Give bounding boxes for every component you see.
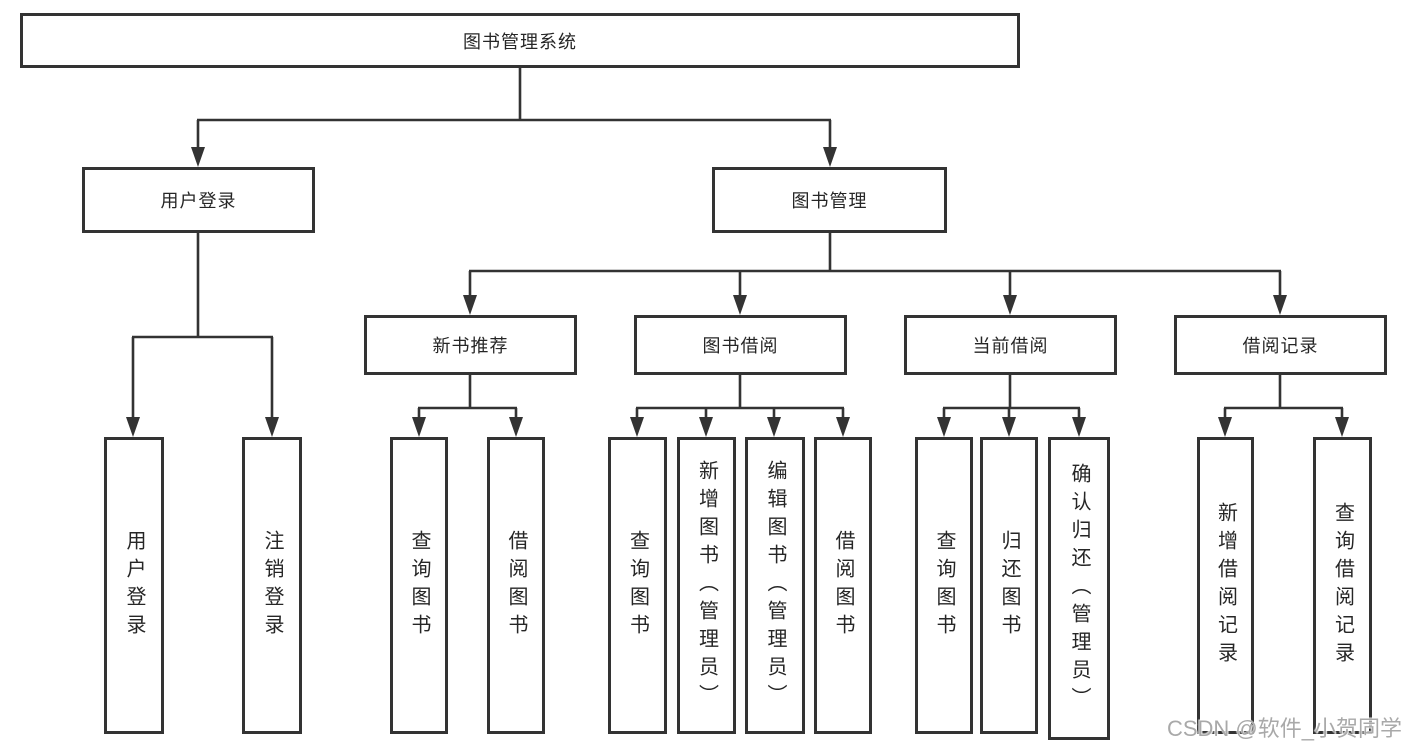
leaf-confirm-return-admin-label: 确认归还（管理员）: [1068, 462, 1090, 715]
csdn-watermark: CSDN @软件_小贺同学: [1166, 716, 1402, 741]
leaf-confirm-return-admin: 确认归还（管理员）: [1048, 437, 1110, 740]
leaf-query-borrow-record-label: 查询借阅记录: [1331, 501, 1354, 670]
leaf-add-book-admin-label: 新增图书（管理员）: [695, 459, 718, 712]
leaf-borrow-books-borrowing-label: 借阅图书: [832, 529, 854, 642]
node-current-borrowing: 当前借阅: [904, 315, 1117, 375]
node-new-book-recommendation-label: 新书推荐: [432, 336, 509, 356]
leaf-query-books-recommend-label: 查询图书: [408, 529, 430, 642]
node-library-management-system-label: 图书管理系统: [463, 31, 577, 52]
leaf-user-login: 用户登录: [104, 437, 164, 734]
leaf-return-book-label: 归还图书: [998, 529, 1020, 642]
leaf-query-books-borrowing-label: 查询图书: [626, 529, 649, 642]
leaf-borrow-books-borrowing: 借阅图书: [814, 437, 872, 734]
node-book-management: 图书管理: [712, 167, 947, 233]
node-book-borrowing-label: 图书借阅: [702, 336, 779, 356]
leaf-add-book-admin: 新增图书（管理员）: [677, 437, 736, 734]
node-user-login: 用户登录: [82, 167, 315, 233]
leaf-edit-book-admin-label: 编辑图书（管理员）: [764, 459, 786, 712]
leaf-query-books-borrowing: 查询图书: [608, 437, 667, 734]
leaf-query-books-recommend: 查询图书: [390, 437, 448, 734]
leaf-add-borrow-record-label: 新增借阅记录: [1214, 501, 1237, 670]
node-user-login-label: 用户登录: [160, 191, 237, 211]
node-current-borrowing-label: 当前借阅: [972, 336, 1049, 356]
node-book-management-label: 图书管理: [791, 191, 868, 211]
node-library-management-system: 图书管理系统: [20, 13, 1020, 68]
leaf-return-book: 归还图书: [980, 437, 1038, 734]
node-borrowing-records: 借阅记录: [1174, 315, 1387, 375]
leaf-logout-label: 注销登录: [261, 529, 283, 642]
node-borrowing-records-label: 借阅记录: [1242, 336, 1319, 356]
leaf-borrow-books-recommend: 借阅图书: [487, 437, 545, 734]
leaf-add-borrow-record: 新增借阅记录: [1197, 437, 1254, 734]
leaf-user-login-label: 用户登录: [123, 529, 145, 642]
leaf-query-books-current-label: 查询图书: [933, 529, 955, 642]
leaf-query-borrow-record: 查询借阅记录: [1313, 437, 1372, 734]
leaf-edit-book-admin: 编辑图书（管理员）: [745, 437, 805, 734]
node-book-borrowing: 图书借阅: [634, 315, 847, 375]
leaf-query-books-current: 查询图书: [915, 437, 973, 734]
node-new-book-recommendation: 新书推荐: [364, 315, 577, 375]
leaf-borrow-books-recommend-label: 借阅图书: [505, 529, 527, 642]
leaf-logout: 注销登录: [242, 437, 302, 734]
